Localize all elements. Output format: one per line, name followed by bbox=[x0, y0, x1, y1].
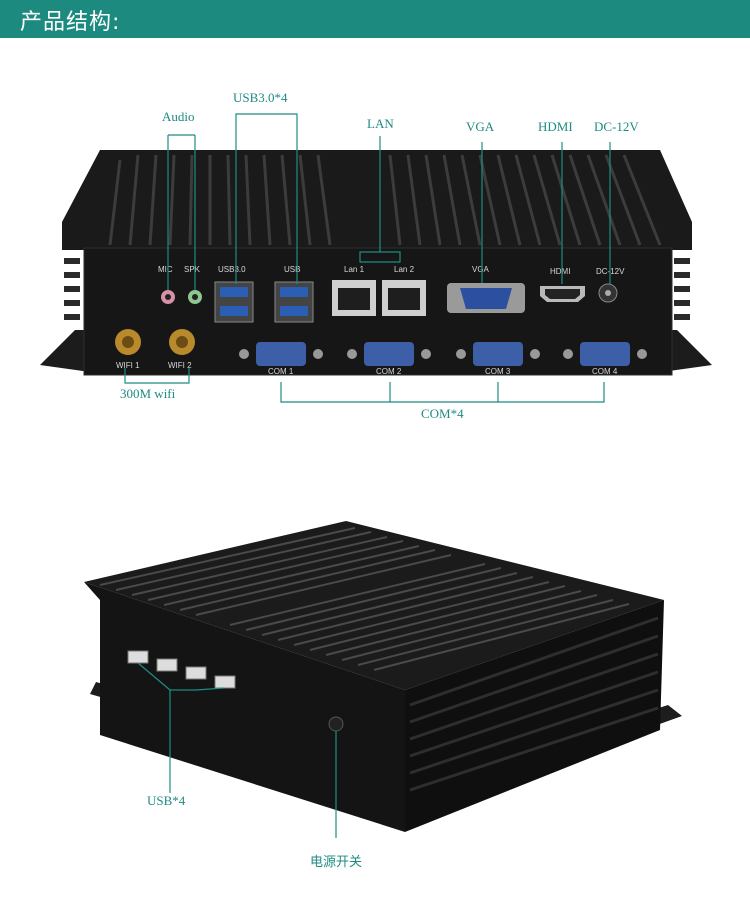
front-heatsink-fins bbox=[108, 154, 662, 246]
callout-audio: Audio bbox=[162, 109, 195, 124]
power-button-icon bbox=[328, 716, 344, 732]
panel-label-lan2: Lan 2 bbox=[394, 265, 415, 274]
callout-com: COM*4 bbox=[421, 406, 464, 421]
com-ports-icon bbox=[239, 342, 647, 366]
back-heatsink-fins bbox=[99, 527, 630, 671]
panel-label-com1: COM 1 bbox=[268, 367, 294, 376]
callout-hdmi: HDMI bbox=[538, 119, 573, 134]
panel-label-lan1: Lan 1 bbox=[344, 265, 365, 274]
callout-power-switch: 电源开关 bbox=[310, 855, 363, 870]
panel-label-wifi2: WIFI 2 bbox=[168, 361, 192, 370]
panel-label-usb: USB bbox=[284, 265, 300, 274]
panel-label-com3: COM 3 bbox=[485, 367, 511, 376]
section-header-bar: 产品结构: bbox=[0, 0, 750, 38]
front-mount-right bbox=[662, 330, 712, 372]
usb30-ports-icon bbox=[214, 281, 314, 323]
panel-label-spk: SPK bbox=[184, 265, 201, 274]
back-heatsink-top bbox=[84, 521, 664, 690]
lan-ports-icon bbox=[332, 280, 426, 316]
front-mount-left bbox=[40, 330, 90, 372]
panel-label-hdmi: HDMI bbox=[550, 267, 570, 276]
panel-label-vga: VGA bbox=[472, 265, 490, 274]
back-callout-lines bbox=[137, 662, 337, 838]
callout-usb30: USB3.0*4 bbox=[233, 90, 288, 105]
section-title: 产品结构: bbox=[20, 10, 121, 35]
panel-label-com2: COM 2 bbox=[376, 367, 402, 376]
back-left-face bbox=[84, 582, 405, 832]
panel-label-usb30: USB3.0 bbox=[218, 265, 246, 274]
callout-wifi: 300M wifi bbox=[120, 386, 176, 401]
callout-vga: VGA bbox=[466, 119, 495, 134]
callout-lan: LAN bbox=[367, 116, 394, 131]
callout-rear-usb: USB*4 bbox=[147, 793, 186, 808]
panel-label-mic: MIC bbox=[158, 265, 173, 274]
wifi-antenna-connectors-icon bbox=[115, 329, 195, 355]
front-callout-lines bbox=[124, 113, 611, 403]
panel-label-wifi1: WIFI 1 bbox=[116, 361, 140, 370]
panel-label-com4: COM 4 bbox=[592, 367, 618, 376]
vga-port-icon bbox=[447, 283, 525, 313]
back-right-face bbox=[405, 600, 664, 832]
callout-dc: DC-12V bbox=[594, 119, 639, 134]
